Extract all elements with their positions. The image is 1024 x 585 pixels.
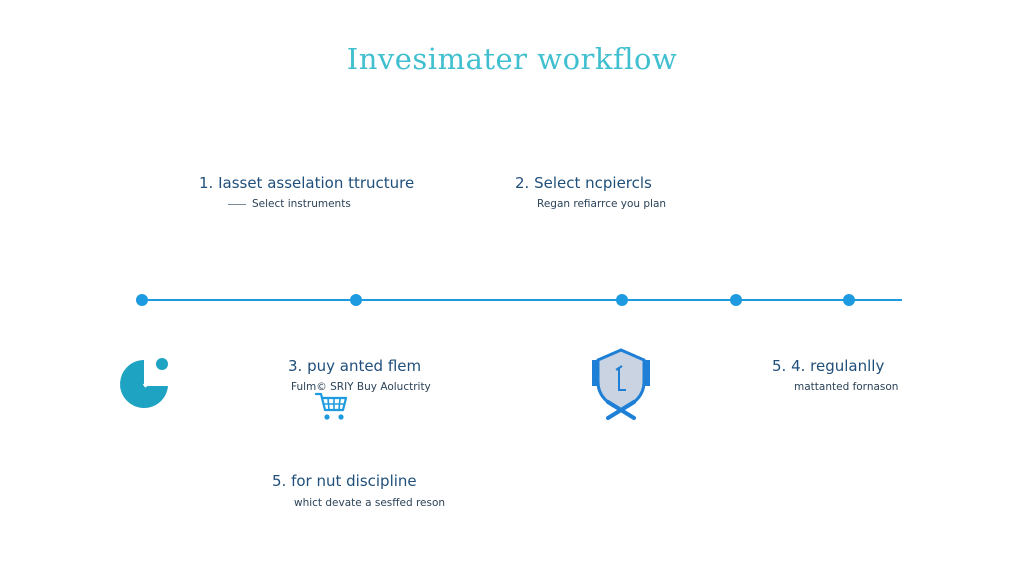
step-1-subtitle: Select instruments — [228, 198, 351, 210]
pie-chart-icon — [120, 358, 169, 408]
timeline-node-3 — [616, 294, 628, 306]
step-4-title: 5. 4. regulanlly — [772, 357, 885, 375]
page-title: Invesimater workflow — [346, 42, 678, 76]
step-5-subtitle: whict devate a sesffed reson — [294, 497, 446, 509]
step-2-title: 2. Select ncpiercls — [515, 174, 652, 192]
step-3-subtitle: Fulm© SRIY Buy Aoluctrity — [291, 381, 431, 393]
step-4-subtitle: mattanted fornason — [794, 381, 899, 393]
step-3-title: 3. puy anted flem — [288, 357, 422, 375]
timeline-node-2 — [350, 294, 362, 306]
step-1-title: 1. Iasset asselation ttructure — [199, 174, 415, 192]
timeline-node-5 — [843, 294, 855, 306]
step-1-subtitle-text: Select instruments — [252, 198, 351, 210]
timeline-node-1 — [136, 294, 148, 306]
step-5-title: 5. for nut discipline — [272, 472, 417, 490]
step-1-dash — [228, 203, 246, 205]
shield-icon — [592, 348, 650, 420]
shopping-cart-icon — [314, 392, 348, 420]
timeline-node-4 — [730, 294, 742, 306]
step-2-subtitle: Regan refiarrce you plan — [537, 198, 667, 210]
